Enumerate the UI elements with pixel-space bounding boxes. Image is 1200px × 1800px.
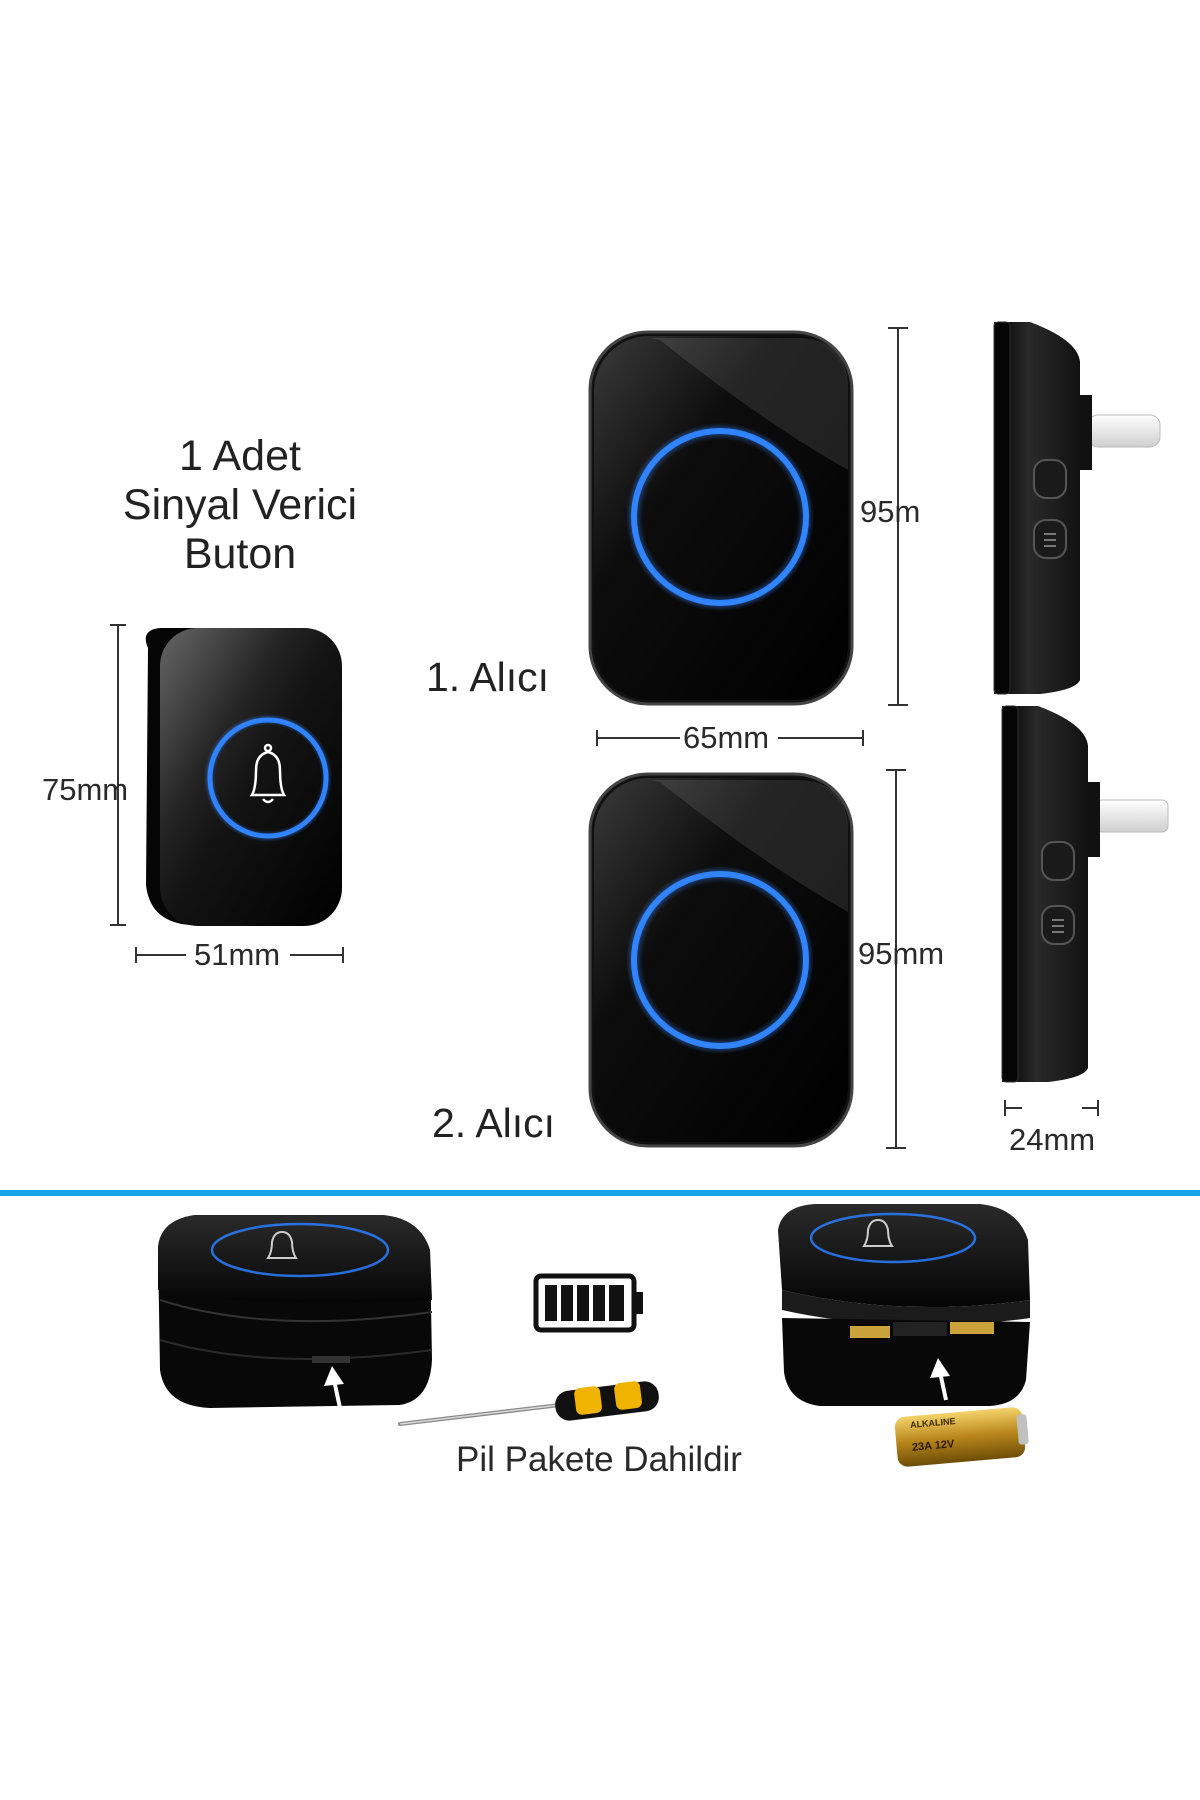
receiver1-height-dimension: [888, 327, 908, 706]
transmitter-width-dimension: [135, 947, 344, 963]
title-line-2: Sinyal Verici: [122, 481, 358, 529]
battery-included-caption: Pil Pakete Dahildir: [456, 1440, 742, 1479]
receiver2-height-label: 95mm: [858, 936, 945, 971]
receiver2-device: [588, 772, 854, 1148]
receiver1-side-view: [993, 321, 1161, 695]
receiver1-device: [588, 330, 854, 706]
closed-box-arrow-icon: [324, 1366, 344, 1409]
closed-box-bell-icon: [266, 1230, 298, 1259]
title-line-3: Buton: [183, 530, 297, 578]
receiver2-label: 2. Alıcı: [432, 1100, 556, 1146]
side-depth-label: 24mm: [1009, 1122, 1096, 1157]
transmitter-width-label: 51mm: [194, 937, 281, 972]
receiver2-side-view: [1001, 705, 1169, 1083]
transmitter-device: [145, 628, 342, 926]
receiver2-height-dimension: [886, 769, 906, 1149]
receiver1-width-dimension: [596, 730, 864, 746]
receiver1-label: 1. Alıcı: [426, 654, 550, 700]
closed-transmitter-box: [158, 1215, 433, 1408]
battery-cell-23a: [894, 1407, 1029, 1467]
transmitter-height-dimension: [110, 624, 126, 926]
side-depth-dimension: [1004, 1100, 1099, 1116]
bell-icon: [249, 743, 287, 804]
receiver1-width-label: 65mm: [683, 720, 770, 755]
transmitter-title: 1 Adet Sinyal Verici Buton: [80, 432, 400, 579]
battery-full-icon: [533, 1273, 643, 1333]
title-line-1: 1 Adet: [179, 432, 301, 480]
receiver1-height-label: 95m: [860, 494, 921, 529]
transmitter-height-label: 75mm: [42, 772, 129, 807]
section-divider: [0, 1190, 1200, 1196]
open-box-bell-icon: [862, 1218, 894, 1247]
open-box-arrow-icon: [930, 1358, 950, 1401]
open-transmitter-box: [778, 1204, 1030, 1406]
screwdriver-icon: [398, 1381, 659, 1426]
